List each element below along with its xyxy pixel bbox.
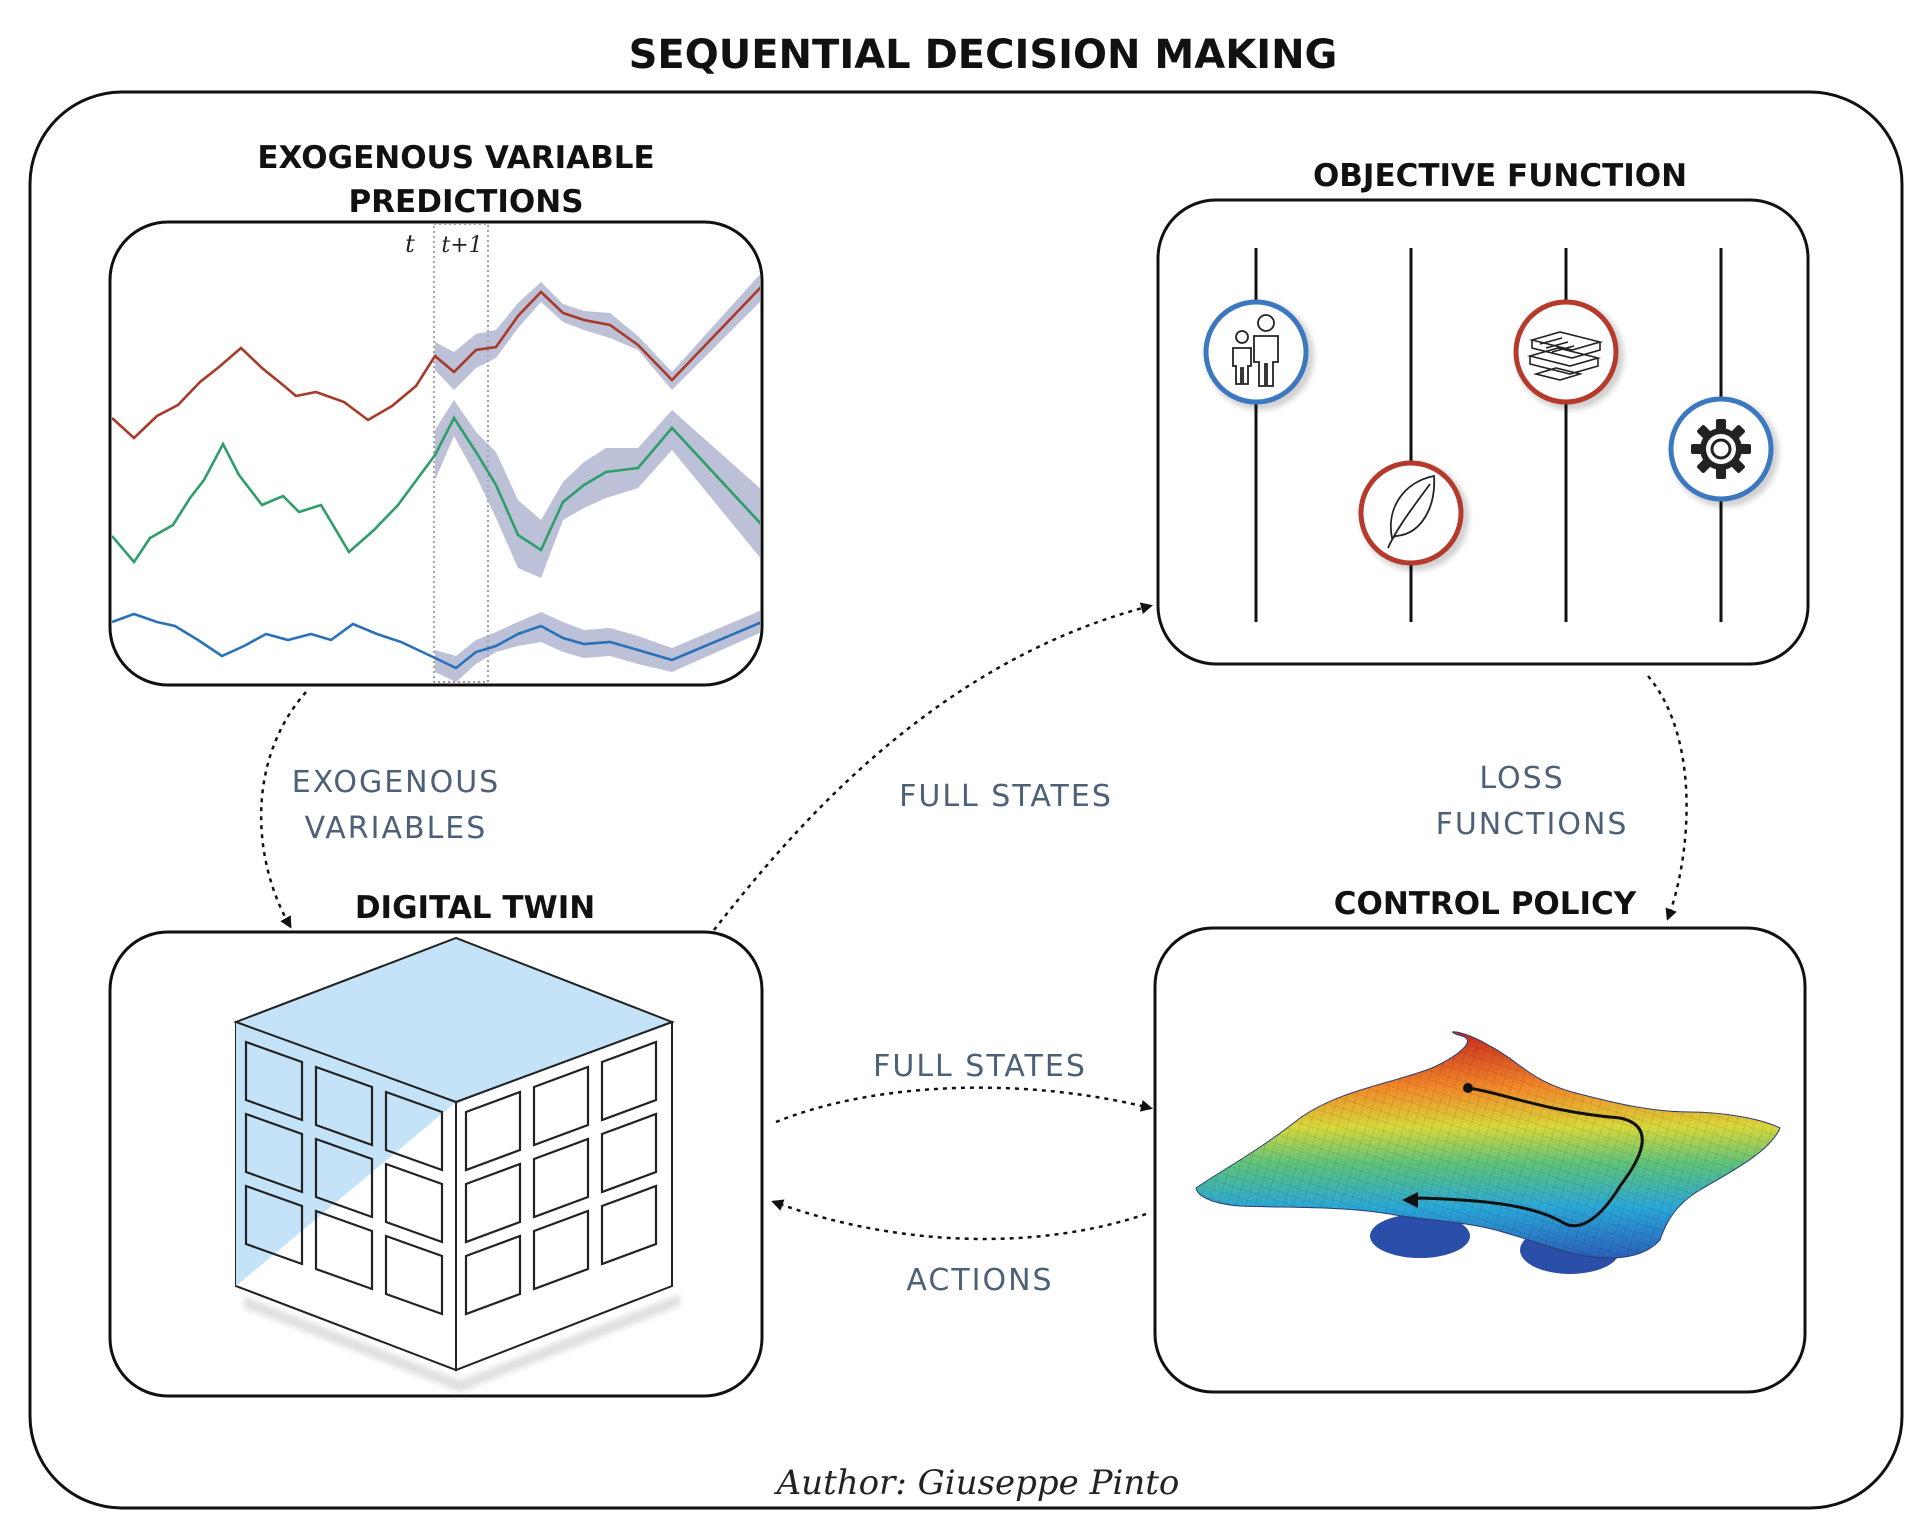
forecast-window: [433, 224, 489, 683]
digital-twin-panel-title: DIGITAL TWIN: [355, 890, 595, 926]
loss-surface-plot: [1195, 1031, 1781, 1274]
trajectory-arrowhead: [1402, 1192, 1418, 1208]
trajectory-start-point: [1463, 1083, 1473, 1093]
optimization-trajectory: [1409, 1086, 1644, 1228]
actions-label: ACTIONS: [906, 1263, 1053, 1298]
objective-to-policy-arrow: [1647, 675, 1688, 921]
diagram-title: SEQUENTIAL DECISION MAKING: [629, 32, 1338, 78]
loss-functions-label-line1: LOSS: [1479, 761, 1564, 796]
blue-series-line: [112, 612, 760, 670]
author-credit: Author: Giuseppe Pinto: [774, 1463, 1180, 1503]
objective-panel-box: [1156, 198, 1810, 666]
building-cube: [233, 936, 680, 1392]
people-icon: [1232, 314, 1279, 387]
full-states-top-label: FULL STATES: [899, 779, 1113, 814]
policy-to-twin-arrow: [771, 1199, 1147, 1241]
people-slider-knob: [1203, 299, 1314, 410]
leaf-icon: [1387, 474, 1436, 549]
digital-twin-panel: DIGITAL TWIN: [108, 890, 764, 1398]
full-states-bottom-label: FULL STATES: [873, 1049, 1087, 1084]
control-policy-panel: CONTROL POLICY: [1153, 886, 1807, 1394]
money-slider-knob: [1513, 299, 1624, 410]
twin-to-policy-arrow: [775, 1086, 1153, 1124]
flow-arrows: [259, 602, 1688, 1241]
loss-functions-label-line2: FUNCTIONS: [1436, 807, 1629, 842]
control-policy-panel-title: CONTROL POLICY: [1334, 886, 1637, 922]
exogenous-panel-title-line2: PREDICTIONS: [348, 184, 583, 220]
cube-top-face: [233, 936, 675, 1104]
objective-function-panel: OBJECTIVE FUNCTION: [1156, 158, 1810, 666]
exogenous-to-twin-arrow: [259, 691, 307, 929]
time-marker-t: t: [405, 230, 415, 258]
exogenous-predictions-panel: EXOGENOUS VARIABLE PREDICTIONS t t+1: [108, 140, 764, 687]
objective-panel-title: OBJECTIVE FUNCTION: [1313, 158, 1687, 194]
leaf-slider-knob: [1358, 460, 1469, 571]
outer-frame: [28, 90, 1904, 1510]
cube-left-face-shade: [236, 1022, 456, 1286]
gear-slider-knob: [1668, 396, 1779, 507]
gear-icon: [1691, 419, 1751, 479]
green-series-line: [112, 415, 760, 565]
blue-series-uncertainty-band: [435, 610, 760, 682]
time-marker-t-plus-1: t+1: [441, 233, 482, 258]
money-icon: [1526, 331, 1604, 381]
exogenous-panel-title-line1: EXOGENOUS VARIABLE: [257, 140, 654, 176]
exogenous-variables-label-line1: EXOGENOUS: [292, 765, 500, 800]
exogenous-variables-label-line2: VARIABLES: [305, 811, 488, 846]
twin-to-objective-arrow: [713, 602, 1153, 931]
red-series-line: [112, 285, 760, 440]
red-series-uncertainty-band: [435, 272, 760, 390]
